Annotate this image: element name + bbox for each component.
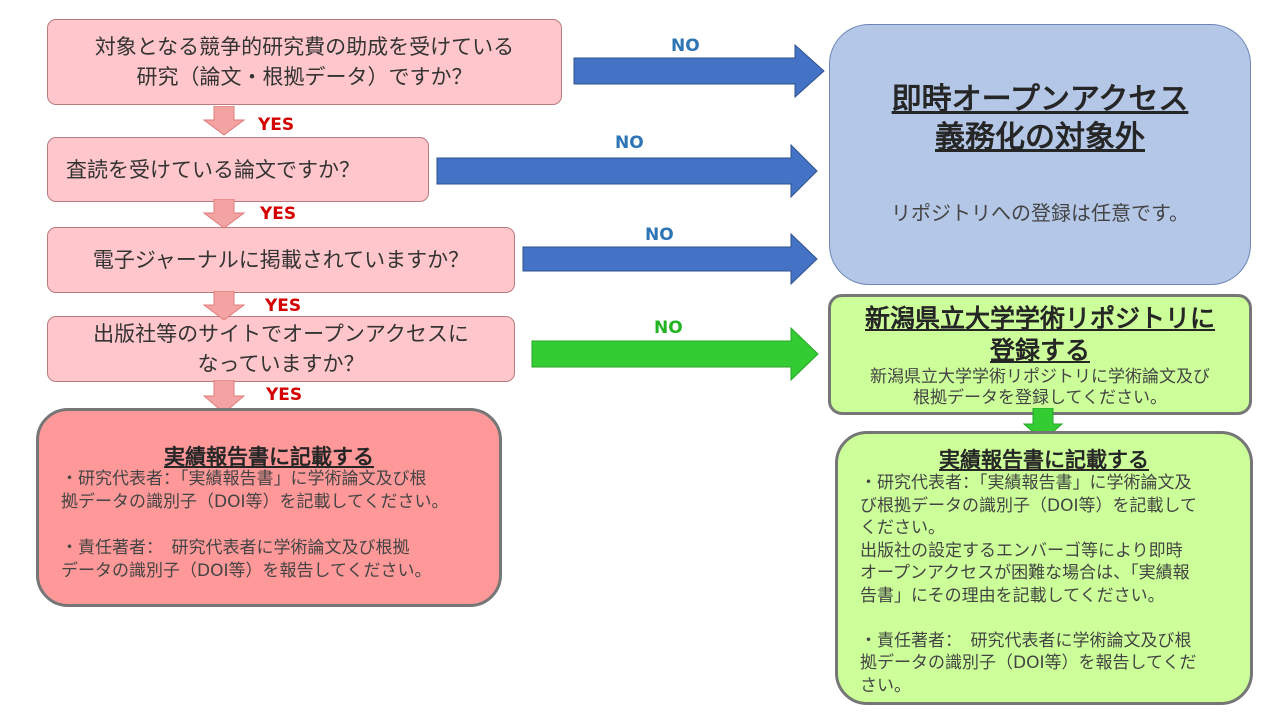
report-green-body: ・研究代表者：「実績報告書」に学術論文及 び根拠データの識別子（DOI等）を記載… [860, 473, 1197, 696]
report-box-green: 実績報告書に記載する ・研究代表者：「実績報告書」に学術論文及 び根拠データの識… [835, 431, 1253, 705]
question-box-funded-research: 対象となる競争的研究費の助成を受けている 研究（論文・根拠データ）ですか？ [47, 19, 562, 105]
question-text: 査読を受けている論文ですか？ [66, 157, 360, 182]
yes-label-3: YES [265, 296, 302, 316]
question-box-e-journal: 電子ジャーナルに掲載されていますか？ [47, 227, 515, 293]
repository-title: 新潟県立大学学術リポジトリに 登録する [864, 304, 1215, 365]
yes-arrow-2 [203, 199, 245, 229]
repository-box: 新潟県立大学学術リポジトリに 登録する 新潟県立大学学術リポジトリに学術論文及び… [828, 294, 1252, 415]
report-green-title: 実績報告書に記載する [939, 448, 1149, 472]
no-arrow-2 [436, 144, 818, 198]
out-of-scope-title: 即時オープンアクセス 義務化の対象外 [891, 82, 1189, 155]
out-of-scope-box: 即時オープンアクセス 義務化の対象外 リポジトリへの登録は任意です。 [829, 24, 1251, 285]
report-red-body: ・研究代表者：「実績報告書」に学術論文及び根 拠データの識別子（DOI等）を記載… [61, 469, 449, 581]
no-arrow-4-green [531, 327, 819, 381]
yes-arrow-1 [203, 106, 245, 136]
repository-body: 新潟県立大学学術リポジトリに学術論文及び 根拠データを登録してください。 [870, 367, 1210, 408]
no-label-3: NO [645, 225, 674, 245]
question-box-publisher-oa: 出版社等のサイトでオープンアクセスに なっていますか？ [47, 316, 515, 382]
no-label-4: NO [654, 318, 683, 338]
yes-label-1: YES [258, 115, 295, 135]
question-text: 対象となる競争的研究費の助成を受けている 研究（論文・根拠データ）ですか？ [94, 35, 515, 89]
no-arrow-3 [522, 233, 818, 285]
report-red-title: 実績報告書に記載する [164, 445, 374, 469]
out-of-scope-note: リポジトリへの登録は任意です。 [891, 201, 1189, 225]
question-box-peer-reviewed: 査読を受けている論文ですか？ [47, 137, 429, 202]
yes-arrow-3 [203, 291, 245, 321]
yes-arrow-4 [203, 380, 245, 414]
no-arrow-1 [573, 44, 825, 98]
report-box-red: 実績報告書に記載する ・研究代表者：「実績報告書」に学術論文及び根 拠データの識… [36, 408, 502, 607]
question-text: 電子ジャーナルに掲載されていますか？ [92, 248, 470, 272]
no-label-2: NO [615, 133, 644, 153]
yes-label-4: YES [266, 385, 303, 405]
no-label-1: NO [671, 36, 700, 56]
question-text: 出版社等のサイトでオープンアクセスに なっていますか？ [93, 322, 469, 376]
yes-label-2: YES [260, 204, 297, 224]
